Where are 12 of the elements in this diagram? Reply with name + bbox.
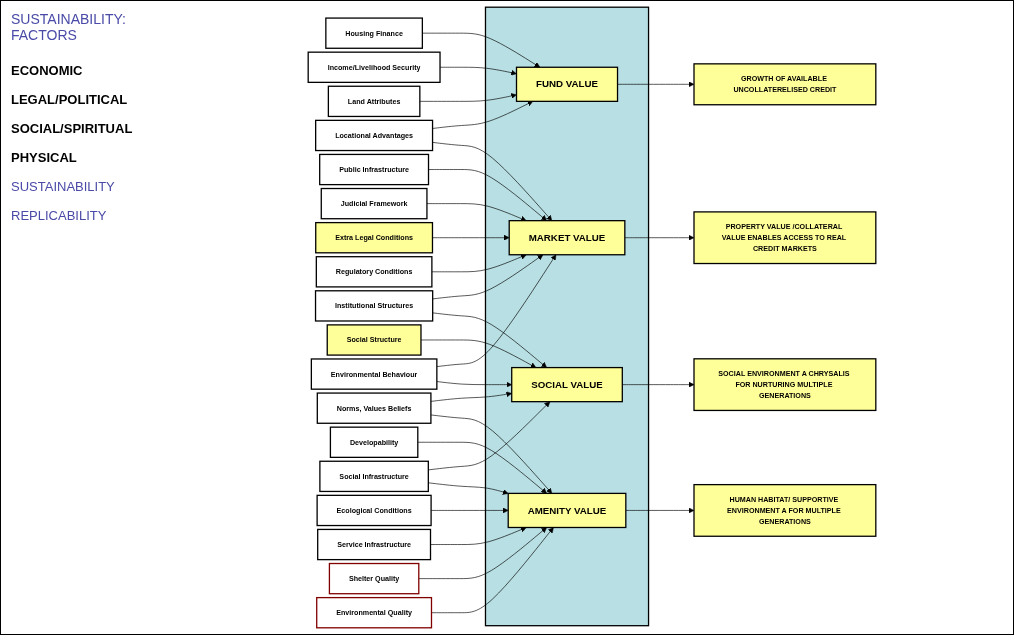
category-label: PHYSICAL [11, 150, 78, 165]
axis-label: SUSTAINABILITY [11, 179, 116, 194]
cluster [484, 6, 650, 627]
diagram-title: SUSTAINABILITY: FACTORS [11, 11, 127, 43]
node-box: AMENITY VALUE [507, 492, 627, 529]
axis-label: REPLICABILITY [11, 208, 108, 223]
node-box: FUND VALUE [515, 66, 619, 102]
node-box: MARKET VALUE [508, 220, 626, 256]
category-label: SOCIAL/SPIRITUAL [11, 121, 134, 136]
category-label: ECONOMIC [11, 63, 84, 78]
node-box: SOCIAL VALUE [511, 366, 623, 403]
category-label: LEGAL/POLITICAL [11, 92, 129, 107]
